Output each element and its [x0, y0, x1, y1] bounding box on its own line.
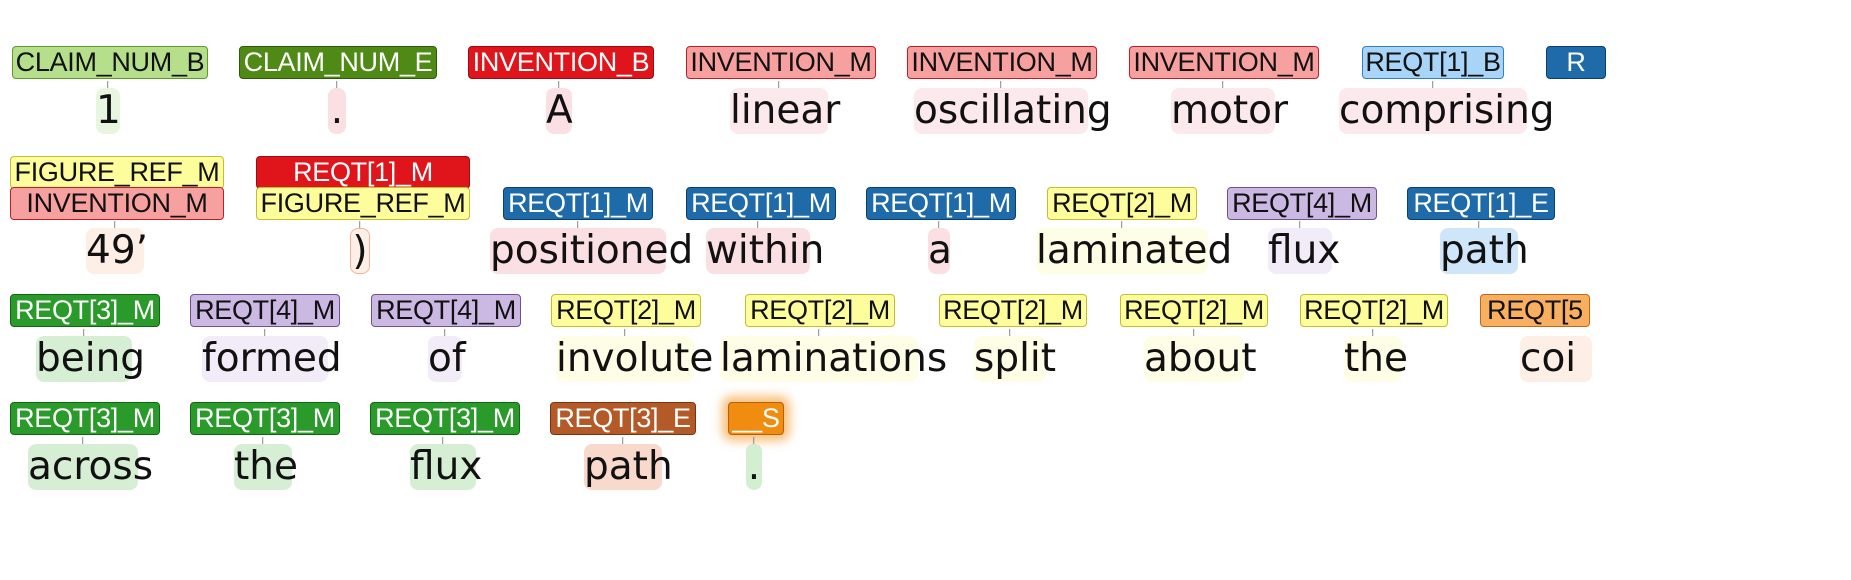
tag-label: REQT[4]_M — [371, 294, 521, 327]
tag-label: INVENTION_M — [10, 187, 224, 220]
tag-label: REQT[5 — [1480, 294, 1590, 327]
token-row-1: CLAIM_NUM_B 1 CLAIM_NUM_E . INVENTION_B … — [0, 46, 1851, 176]
token-word: across — [28, 444, 154, 490]
tag-label: REQT[3]_M — [10, 294, 160, 327]
token-word: the — [1344, 336, 1409, 382]
tag-label: REQT[1]_E — [1407, 187, 1555, 220]
token-row-3: REQT[3]_M being REQT[4]_M formed REQT[4]… — [0, 294, 1851, 424]
tag-label: REQT[2]_M — [939, 294, 1087, 327]
tag-label: INVENTION_M — [1129, 46, 1319, 79]
token-word: . — [746, 444, 762, 490]
token-word: the — [234, 444, 299, 490]
token-word: involute — [556, 336, 714, 382]
tag-label: CLAIM_NUM_B — [12, 46, 208, 79]
tag-label: __S — [728, 402, 784, 435]
token-word: laminations — [720, 336, 948, 382]
tag-label: REQT[1]_M — [256, 156, 470, 189]
tag-label: INVENTION_M — [686, 46, 876, 79]
token-word: linear — [730, 88, 841, 134]
tag-label: FIGURE_REF_M — [256, 187, 470, 220]
token-word: of — [428, 336, 466, 382]
tag-label: REQT[2]_M — [745, 294, 895, 327]
tag-label: CLAIM_NUM_E — [239, 46, 437, 79]
tag-label: REQT[2]_M — [551, 294, 701, 327]
tag-label: REQT[2]_M — [1047, 187, 1197, 220]
token-word: laminated — [1036, 228, 1233, 274]
token-word: path — [584, 444, 673, 490]
token-word: . — [328, 88, 346, 134]
token-word: motor — [1171, 88, 1289, 134]
tag-label: INVENTION_B — [468, 46, 654, 79]
token-word: 1 — [96, 88, 121, 134]
tag-label: REQT[2]_M — [1300, 294, 1448, 327]
token-word: split — [974, 336, 1057, 382]
tag-label: INVENTION_M — [907, 46, 1097, 79]
token-row-2: FIGURE_REF_M INVENTION_M 49’ REQT[1]_M F… — [0, 156, 1851, 286]
token-word: flux — [1268, 228, 1341, 274]
tag-label: REQT[2]_M — [1120, 294, 1268, 327]
token-word: A — [546, 88, 573, 134]
token-row-4: REQT[3]_M across REQT[3]_M the REQT[3]_M… — [0, 402, 1851, 532]
tag-label: REQT[1]_B — [1362, 46, 1504, 79]
tag-label: REQT[3]_M — [370, 402, 520, 435]
token-word: within — [706, 228, 825, 274]
tag-label: REQT[4]_M — [190, 294, 340, 327]
token-word: being — [36, 336, 146, 382]
tag-label: REQT[1]_M — [866, 187, 1016, 220]
tag-label: FIGURE_REF_M — [10, 156, 224, 189]
tag-label: REQT[4]_M — [1227, 187, 1377, 220]
token-word: formed — [202, 336, 342, 382]
tag-label: REQT[1]_M — [686, 187, 836, 220]
token-word: coi — [1520, 336, 1592, 382]
token-word: oscillating — [914, 88, 1112, 134]
tag-label: REQT[3]_E — [550, 402, 696, 435]
token-word: a — [928, 228, 952, 274]
tag-label: REQT[3]_M — [10, 402, 160, 435]
token-word: ) — [350, 228, 370, 274]
tag-label: R — [1546, 46, 1606, 79]
tag-label: REQT[1]_M — [503, 187, 653, 220]
token-word: about — [1144, 336, 1257, 382]
tag-label: REQT[3]_M — [190, 402, 340, 435]
token-word: comprising — [1339, 88, 1555, 134]
token-word: path — [1440, 228, 1529, 274]
token-word: 49’ — [86, 228, 149, 274]
token-word: flux — [410, 444, 483, 490]
token-word: positioned — [490, 228, 694, 274]
